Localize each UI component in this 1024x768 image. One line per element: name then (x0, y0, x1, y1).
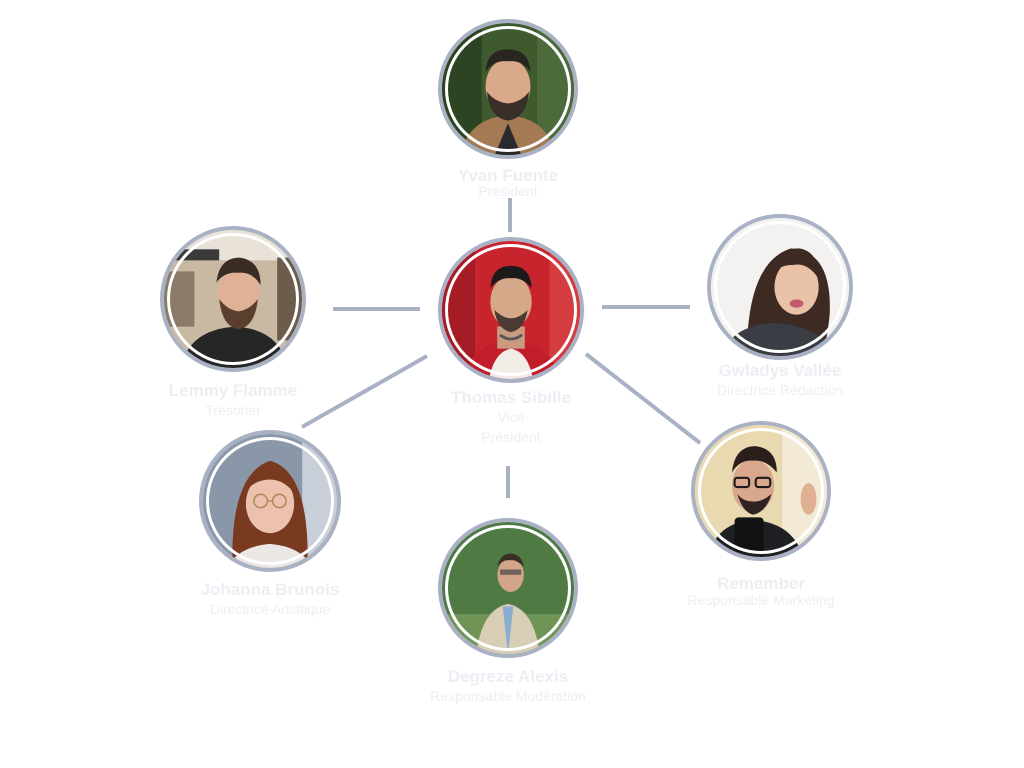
member-degreze-alexis: Degreze Alexis Responsable Modération (398, 518, 618, 706)
member-role: Responsable Marketing (687, 592, 835, 608)
member-yvan-fuente: Yvan Fuente Président (398, 19, 618, 199)
portrait-photo (164, 230, 302, 368)
avatar (691, 421, 831, 561)
portrait-photo (442, 23, 574, 155)
member-gwladys-vallee: Gwladys Vallée Directrice Rédaction (670, 214, 890, 400)
member-name: Remember (717, 574, 805, 593)
member-johanna-brunois: Johanna Brunois Directrice Artistique (160, 430, 380, 619)
member-name: Johanna Brunois (200, 580, 340, 599)
portrait-photo (695, 425, 827, 557)
avatar (438, 237, 584, 383)
connector-lower-left (301, 354, 428, 429)
member-thomas-sibille: Thomas Sibille Vice Président (401, 237, 621, 447)
avatar (160, 226, 306, 372)
member-name: Lemmy Flamme (168, 381, 298, 400)
portrait-photo (442, 522, 574, 654)
avatar (707, 214, 853, 360)
member-name: Gwladys Vallée (718, 361, 842, 380)
portrait-photo (442, 241, 580, 379)
portrait-photo (203, 434, 337, 568)
member-role: Responsable Modération (430, 688, 586, 704)
member-role: Trésorier (205, 402, 261, 418)
avatar (438, 19, 578, 159)
portrait-photo (711, 218, 849, 356)
connector-lower-right (584, 352, 702, 445)
member-name: Degreze Alexis (447, 667, 569, 686)
member-lemmy-flamme: Lemmy Flamme Trésorier (123, 226, 343, 420)
member-remember: Remember Responsable Marketing (651, 421, 871, 607)
avatar (438, 518, 578, 658)
member-role: Vice Président (481, 409, 541, 445)
member-name: Thomas Sibille (451, 388, 571, 407)
avatar (199, 430, 341, 572)
member-role: Directrice Artistique (209, 601, 331, 617)
member-role: Directrice Rédaction (716, 382, 844, 398)
member-role: Président (478, 183, 538, 199)
member-name: Yvan Fuente (457, 166, 559, 185)
